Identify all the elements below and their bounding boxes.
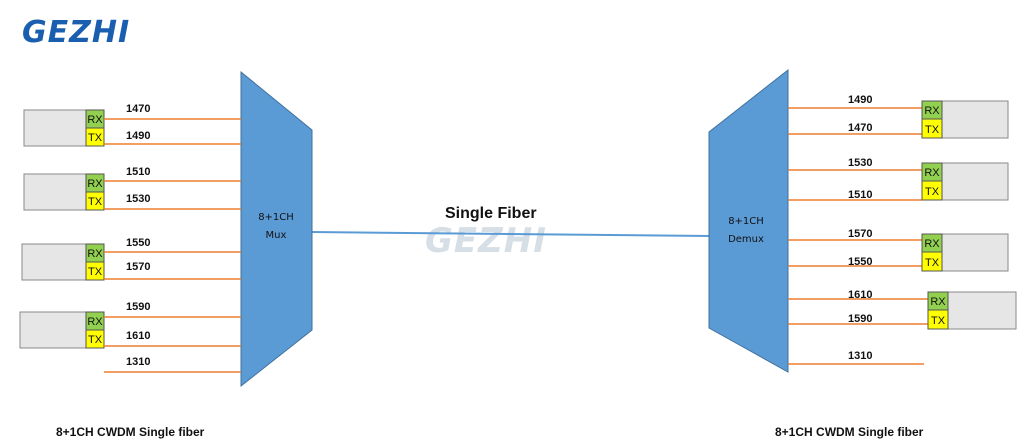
rx-label: RX — [87, 248, 103, 260]
tx-port — [85, 261, 105, 281]
tx-label: TX — [925, 186, 940, 198]
left-transceiver-2: RX TX — [23, 173, 105, 211]
right-transceiver-1: RX TX — [921, 100, 1009, 139]
tx-port — [85, 329, 105, 349]
mux-label-line1: 8+1CH — [258, 212, 294, 223]
right-wavelength-8: 1590 — [848, 313, 872, 325]
tx-port — [921, 118, 943, 139]
right-transceiver-2: RX TX — [921, 162, 1009, 201]
left-wavelength-2: 1490 — [126, 130, 150, 142]
mux-block — [240, 70, 313, 388]
tx-label: TX — [88, 132, 103, 144]
left-wavelength-4: 1530 — [126, 193, 150, 205]
tx-label: TX — [88, 266, 103, 278]
right-wavelength-7: 1610 — [848, 289, 872, 301]
rx-label: RX — [924, 167, 940, 179]
right-wavelength-1: 1490 — [848, 94, 872, 106]
footer-right-caption: 8+1CH CWDM Single fiber — [775, 425, 924, 439]
tx-port — [927, 309, 949, 330]
single-fiber-line — [311, 231, 711, 237]
rx-label: RX — [924, 105, 940, 117]
tx-label: TX — [925, 257, 940, 269]
left-transceiver-4: RX TX — [19, 311, 105, 349]
footer-left-caption: 8+1CH CWDM Single fiber — [56, 425, 205, 439]
right-wavelength-4: 1510 — [848, 189, 872, 201]
tx-port — [921, 180, 943, 201]
demux-block — [708, 68, 789, 373]
tx-port — [921, 251, 943, 272]
left-transceiver-3: RX TX — [21, 243, 105, 281]
right-wavelength-2: 1470 — [848, 122, 872, 134]
right-wavelength-6: 1550 — [848, 256, 872, 268]
left-wavelength-9: 1310 — [126, 356, 150, 368]
rx-label: RX — [87, 178, 103, 190]
tx-port — [85, 191, 105, 211]
left-wavelength-6: 1570 — [126, 261, 150, 273]
rx-label: RX — [87, 316, 103, 328]
right-transceiver-4: RX TX — [927, 291, 1017, 330]
right-fiber-lines — [788, 107, 928, 365]
demux-label-line1: 8+1CH — [728, 216, 764, 227]
demux-label-line2: Demux — [728, 234, 764, 245]
mux-label-line2: Mux — [266, 230, 287, 241]
left-wavelength-8: 1610 — [126, 330, 150, 342]
tx-label: TX — [925, 124, 940, 136]
left-wavelength-3: 1510 — [126, 166, 150, 178]
left-transceiver-1: RX TX — [23, 109, 105, 147]
rx-label: RX — [924, 238, 940, 250]
tx-label: TX — [88, 334, 103, 346]
left-fiber-lines — [104, 118, 241, 373]
rx-label: RX — [87, 114, 103, 126]
tx-label: TX — [931, 315, 946, 327]
gezhi-logo: GEZHI — [22, 15, 130, 50]
right-wavelength-5: 1570 — [848, 228, 872, 240]
single-fiber-label: Single Fiber — [445, 205, 537, 222]
watermark-logo: GEZHI — [425, 221, 547, 261]
right-transceiver-3: RX TX — [921, 233, 1009, 272]
rx-label: RX — [930, 296, 946, 308]
left-wavelength-5: 1550 — [126, 237, 150, 249]
tx-port — [85, 127, 105, 147]
left-wavelength-7: 1590 — [126, 301, 150, 313]
right-wavelength-9: 1310 — [848, 350, 872, 362]
right-wavelength-3: 1530 — [848, 157, 872, 169]
tx-label: TX — [88, 196, 103, 208]
left-wavelength-1: 1470 — [126, 103, 150, 115]
